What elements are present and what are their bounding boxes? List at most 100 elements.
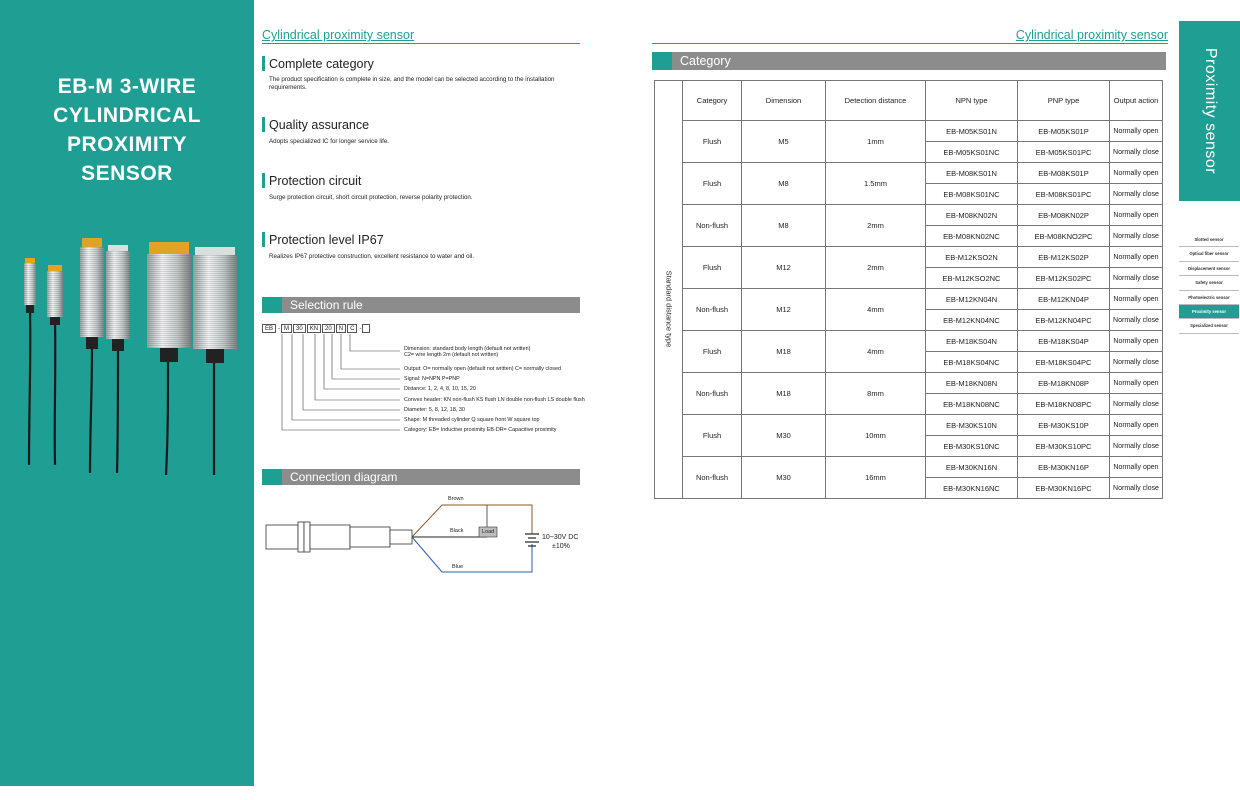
pnp-type-cell: EB-M30KS10PC <box>1017 435 1110 457</box>
load-box <box>478 526 498 538</box>
feature-title: Quality assurance <box>269 117 370 132</box>
column-header: PNP type <box>1017 80 1110 121</box>
code-segment: 20 <box>322 324 335 333</box>
page-header-link[interactable]: Cylindrical proximity sensor <box>262 28 415 42</box>
connection-diagram-header: Connection diagram <box>262 469 580 485</box>
sensor-category-nav: Slotted sensor Optical fiber sensor Disp… <box>1179 233 1239 334</box>
pnp-type-cell: EB-M18KN08PC <box>1017 393 1110 415</box>
code-segment: 30 <box>293 324 306 333</box>
category-cell: Flush <box>682 414 742 457</box>
detection-distance-cell: 4mm <box>825 288 926 331</box>
title-line: PROXIMITY <box>66 133 187 156</box>
nav-item-displacement-sensor[interactable]: Displacement sensor <box>1179 262 1239 277</box>
dimension-cell: M8 <box>741 204 826 247</box>
pnp-type-cell: EB-M30KN16P <box>1017 456 1110 478</box>
npn-type-cell: EB-M18KS04N <box>925 330 1018 352</box>
rule-label-signal: Signal: N=NPN P=PNP <box>404 376 460 382</box>
connection-diagram-title: Connection diagram <box>290 470 398 484</box>
category-column: Cylindrical proximity sensor Category Ca… <box>652 28 1168 499</box>
npn-type-cell: EB-M12KSO2NC <box>925 267 1018 289</box>
blue-wire-label: Blue <box>452 564 464 570</box>
page-header-link[interactable]: Cylindrical proximity sensor <box>1015 28 1168 42</box>
category-cell: Non-flush <box>682 288 742 331</box>
sensor-product-photo <box>24 238 237 475</box>
output-action-cell: Normally close <box>1109 141 1163 163</box>
nav-item-optical-fiber-sensor[interactable]: Optical fiber sensor <box>1179 247 1239 262</box>
pnp-type-cell: EB-M12KN04P <box>1017 288 1110 310</box>
dimension-cell: M18 <box>741 330 826 373</box>
rule-label-distance: Distance: 1, 2, 4, 8, 10, 15, 20 <box>404 386 476 392</box>
output-action-cell: Normally open <box>1109 414 1163 436</box>
section-tab-label: Proximity sensor <box>1201 47 1219 175</box>
pnp-type-cell: EB-M30KS10P <box>1017 414 1110 436</box>
output-action-cell: Normally close <box>1109 477 1163 499</box>
selection-rule-diagram: EB- M 30 KN 20 N C- Dimension: standard … <box>262 324 622 449</box>
output-action-cell: Normally open <box>1109 204 1163 226</box>
feature-title: Protection circuit <box>269 173 362 188</box>
output-action-cell: Normally close <box>1109 267 1163 289</box>
brown-wire <box>411 504 533 538</box>
feature-quality-assurance: Quality assurance Adopts specialized IC … <box>262 117 580 146</box>
sensor-m8 <box>47 265 63 325</box>
sensor-m5 <box>24 258 36 313</box>
category-cell: Non-flush <box>682 372 742 415</box>
pnp-type-cell: EB-M18KS04P <box>1017 330 1110 352</box>
pnp-type-cell: EB-M12KN04PC <box>1017 309 1110 331</box>
nav-item-safety-sensor[interactable]: Safety sensor <box>1179 276 1239 291</box>
rule-label-dimension: Dimension: standard body length (default… <box>404 346 531 352</box>
nav-item-proximity-sensor[interactable]: Proximity sensor <box>1179 304 1239 320</box>
code-segment: KN <box>306 324 322 333</box>
pnp-type-cell: EB-M08KNO2PC <box>1017 225 1110 247</box>
output-action-cell: Normally close <box>1109 309 1163 331</box>
pnp-type-cell: EB-M18KN08P <box>1017 372 1110 394</box>
output-action-cell: Normally open <box>1109 120 1163 142</box>
pnp-type-cell: EB-M08KS01P <box>1017 162 1110 184</box>
selection-rule-title: Selection rule <box>290 298 363 312</box>
column-header: NPN type <box>925 80 1018 121</box>
feature-desc: Adopts specialized IC for longer service… <box>269 138 390 145</box>
npn-type-cell: EB-M05KS01N <box>925 120 1018 142</box>
npn-type-cell: EB-M05KS01NC <box>925 141 1018 163</box>
code-segment: C <box>347 324 358 333</box>
nav-item-photoelectric-sensor[interactable]: Photoelectric sensor <box>1179 291 1239 305</box>
category-cell: Non-flush <box>682 456 742 499</box>
feature-desc: Realizes IP67 protective construction, e… <box>269 253 474 260</box>
sensor-m30 <box>147 242 191 362</box>
feature-marker <box>262 232 265 247</box>
column-header: Category <box>682 80 742 121</box>
title-line: CYLINDRICAL <box>53 104 201 127</box>
npn-type-cell: EB-M18KN08N <box>925 372 1018 394</box>
category-cell: Flush <box>682 120 742 163</box>
feature-complete-category: Complete category The product specificat… <box>262 56 580 92</box>
dimension-cell: M30 <box>741 414 826 457</box>
npn-type-cell: EB-M08KN02NC <box>925 225 1018 247</box>
product-title: EB-M 3-WIRE CYLINDRICAL PROXIMITY SENSOR <box>0 72 254 188</box>
output-action-cell: Normally close <box>1109 393 1163 415</box>
nav-item-slotted-sensor[interactable]: Slotted sensor <box>1179 233 1239 248</box>
selection-rule-header: Selection rule <box>262 297 580 313</box>
section-tab-proximity-sensor[interactable]: Proximity sensor <box>1179 21 1240 201</box>
detection-distance-cell: 4mm <box>825 330 926 373</box>
category-header: Category <box>652 52 1166 70</box>
nav-item-specialized-sensor[interactable]: Specialized sensor <box>1179 319 1239 334</box>
section-accent <box>262 469 282 485</box>
detection-distance-cell: 10mm <box>825 414 926 457</box>
feature-desc: The product specification is complete in… <box>269 76 555 91</box>
detection-distance-cell: 16mm <box>825 456 926 499</box>
features-column: Cylindrical proximity sensor Complete ca… <box>262 28 585 573</box>
pnp-type-cell: EB-M12KS02P <box>1017 246 1110 268</box>
npn-type-cell: EB-M30KS10N <box>925 414 1018 436</box>
pnp-type-cell: EB-M05KS01PC <box>1017 141 1110 163</box>
dimension-cell: M5 <box>741 120 826 163</box>
